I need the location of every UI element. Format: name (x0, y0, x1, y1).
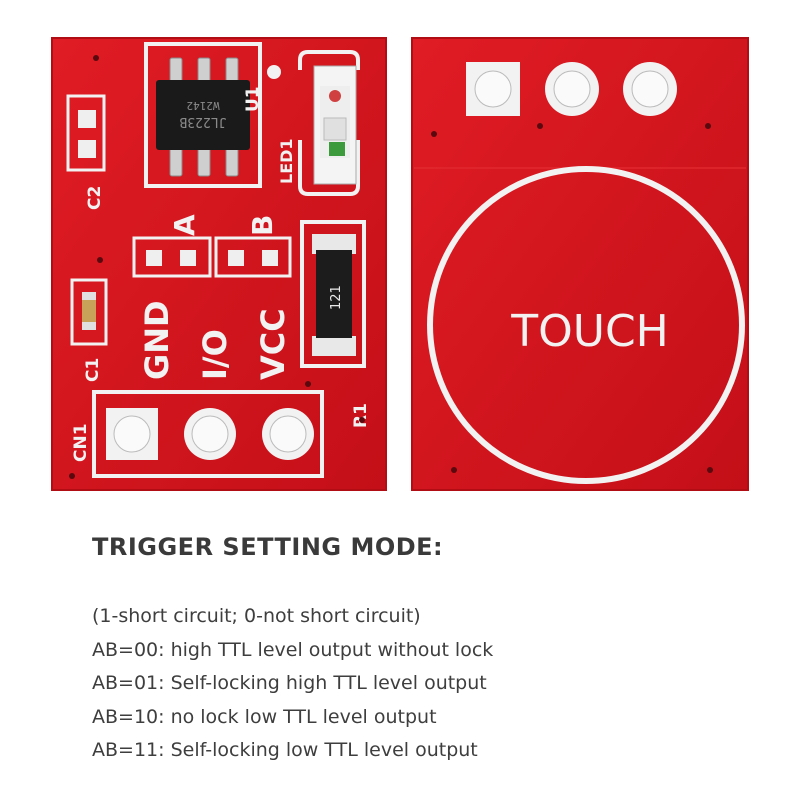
mode-ab10: AB=10: no lock low TTL level output (92, 705, 437, 728)
mode-ab11: AB=11: Self-locking low TTL level output (92, 739, 478, 761)
c1-pads (70, 278, 108, 346)
c1-label: C1 (83, 358, 103, 382)
c2-pads (66, 94, 106, 172)
resistor-code: 121 (329, 285, 344, 310)
led1 (298, 50, 360, 196)
jumper-b-label: B (246, 215, 279, 236)
chip-marking-1: JL223B (179, 114, 226, 129)
touch-pad (427, 166, 745, 484)
gnd-label: GND (138, 300, 176, 380)
jumper-a (132, 236, 212, 278)
cn1-label: CN1 (71, 423, 91, 462)
jumper-a-label: A (168, 214, 201, 236)
trigger-mode-heading: TRIGGER SETTING MODE: (92, 533, 444, 561)
pcb-board-left: JL223B W2142 U1 LED1 C2 (51, 37, 387, 491)
io-label: I/O (196, 329, 234, 380)
pcb-board-right: TOUCH (411, 37, 749, 491)
chip-outline (144, 42, 262, 188)
resistor-r1 (300, 220, 366, 368)
pcb-photo: JL223B W2142 U1 LED1 C2 (51, 37, 749, 491)
chip-marking-2: W2142 (186, 99, 219, 112)
mode-ab00: AB=00: high TTL level output without loc… (92, 638, 494, 661)
vias (69, 55, 365, 479)
vcc-label: VCC (254, 308, 292, 380)
trigger-mode-list: (1-short circuit; 0-not short circuit) A… (92, 600, 493, 768)
pin1-dot (267, 65, 281, 79)
r1-label: R1 (351, 403, 371, 428)
chip-pins (169, 57, 239, 177)
chip-body (156, 80, 250, 150)
cn1-header (92, 390, 324, 478)
c2-label: C2 (85, 186, 105, 210)
vias-right (431, 123, 713, 473)
jumper-b (214, 236, 292, 278)
led1-label: LED1 (277, 138, 296, 184)
header-pads (466, 62, 677, 116)
u1-label: U1 (243, 86, 263, 112)
mode-note: (1-short circuit; 0-not short circuit) (92, 605, 421, 627)
mode-ab01: AB=01: Self-locking high TTL level outpu… (92, 672, 487, 694)
touch-label: TOUCH (510, 306, 669, 357)
